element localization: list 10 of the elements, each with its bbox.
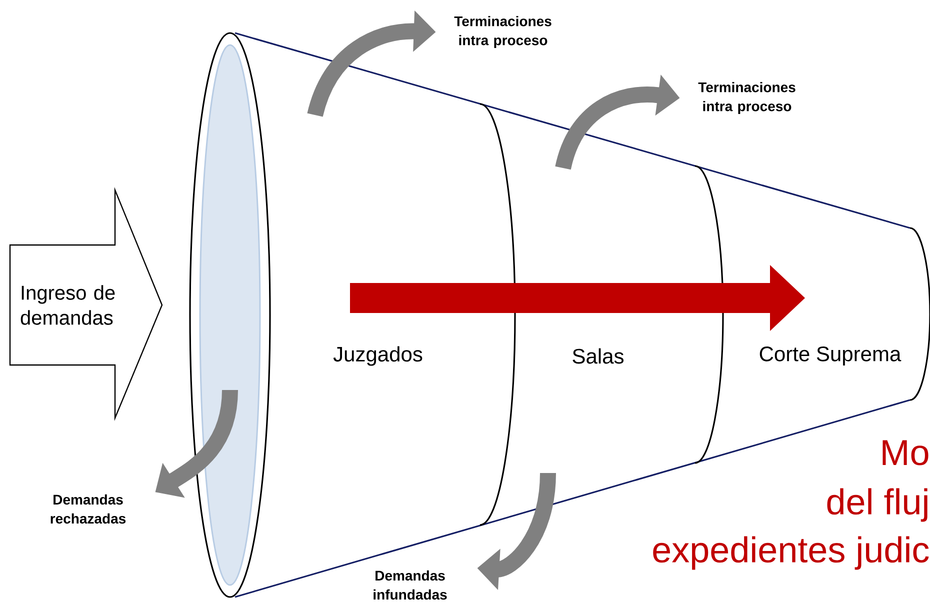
outcome-label: Demandas infundadas <box>374 570 447 600</box>
title-text: expedientes judic <box>653 536 929 570</box>
title-text: del fluj <box>827 488 928 522</box>
title-text: Mo <box>882 440 928 466</box>
outcome-label: Terminaciones intra proceso <box>698 82 796 114</box>
outcome-label: Terminaciones intra proceso <box>454 16 552 48</box>
stage-label: Salas <box>572 348 624 364</box>
stage-label: Juzgados <box>333 346 422 366</box>
outcome-label: Demandas rechazadas <box>50 494 126 524</box>
stage-label: Corte Suprema <box>760 346 902 366</box>
